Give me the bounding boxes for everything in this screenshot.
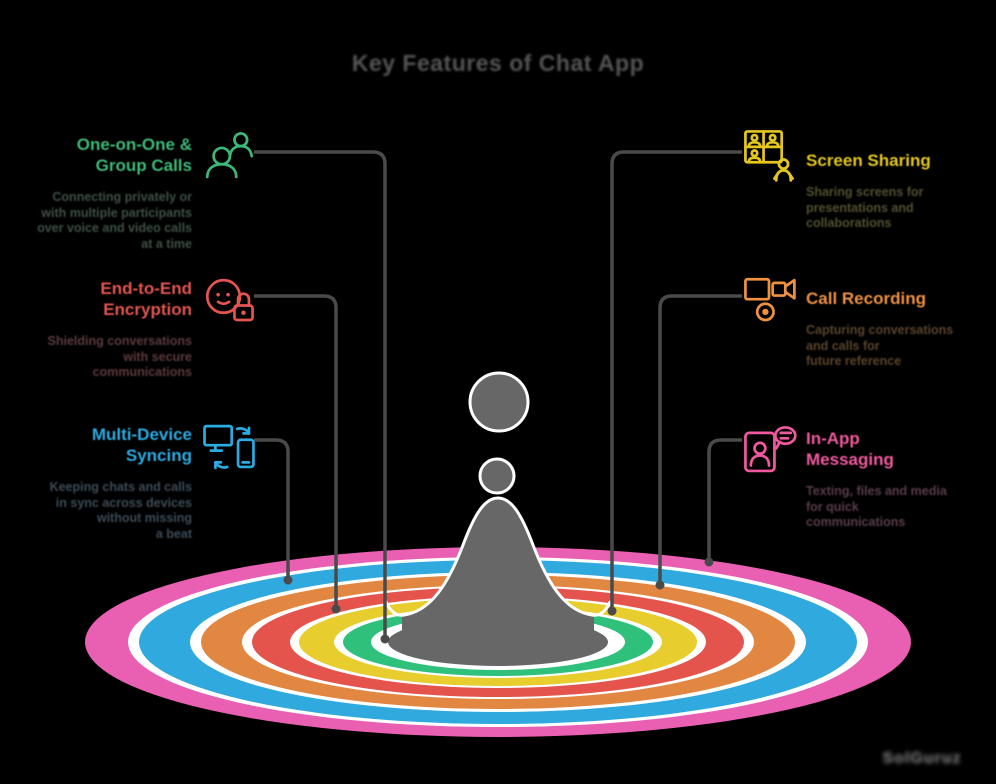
feature-syncing-title: Multi-Device Syncing: [91, 425, 192, 465]
feature-group-calls: One-on-One & Group Calls Connecting priv…: [20, 132, 254, 252]
feature-messaging: In-App Messaging Texting, files and medi…: [740, 426, 986, 531]
splash-droplet-small: [478, 457, 516, 495]
feature-screen-sharing-description: Sharing screens for presentations and co…: [806, 185, 924, 230]
connector-dots: [283, 557, 714, 644]
feature-recording: Call Recording Capturing conversations a…: [740, 277, 986, 370]
connector-encryption: [254, 294, 338, 606]
feature-syncing-description: Keeping chats and calls in sync across d…: [49, 480, 192, 541]
feature-group-calls-description: Connecting privately or with multiple pa…: [37, 190, 192, 251]
connector-screen-sharing: [610, 150, 742, 608]
two-people-call-icon: [200, 128, 258, 186]
camera-recorder-icon: [740, 272, 798, 330]
person-chat-bubble-icon: [740, 422, 798, 480]
face-with-padlock-icon: [200, 272, 258, 330]
splash-droplet-large: [468, 371, 530, 433]
feature-encryption: End-to-End Encryption Shielding conversa…: [20, 278, 254, 381]
ripple-rings: [85, 547, 911, 737]
feature-encryption-title: End-to-End Encryption: [100, 279, 192, 319]
water-splash: [384, 371, 612, 632]
connector-recording: [658, 294, 742, 582]
shared-screen-presenter-icon: [740, 126, 798, 184]
feature-encryption-description: Shielding conversations with secure comm…: [47, 334, 192, 379]
infographic-title: Key Features of Chat App: [351, 50, 645, 76]
feature-messaging-description: Texting, files and media for quick commu…: [806, 484, 947, 529]
feature-group-calls-title: One-on-One & Group Calls: [76, 135, 192, 175]
connector-syncing: [254, 438, 290, 577]
feature-recording-title: Call Recording: [806, 289, 926, 308]
feature-screen-sharing: Screen Sharing Sharing screens for prese…: [740, 130, 986, 232]
feature-syncing: Multi-Device Syncing Keeping chats and c…: [20, 424, 255, 542]
monitor-phone-sync-icon: [200, 418, 258, 476]
feature-screen-sharing-title: Screen Sharing: [806, 151, 931, 170]
feature-recording-description: Capturing conversations and calls for fu…: [806, 323, 954, 368]
feature-messaging-title: In-App Messaging: [806, 429, 894, 469]
connector-messaging: [707, 438, 742, 559]
connector-group-calls: [254, 150, 387, 636]
brand-watermark: SolGuruz: [882, 750, 962, 767]
connector-lines: [254, 150, 742, 636]
